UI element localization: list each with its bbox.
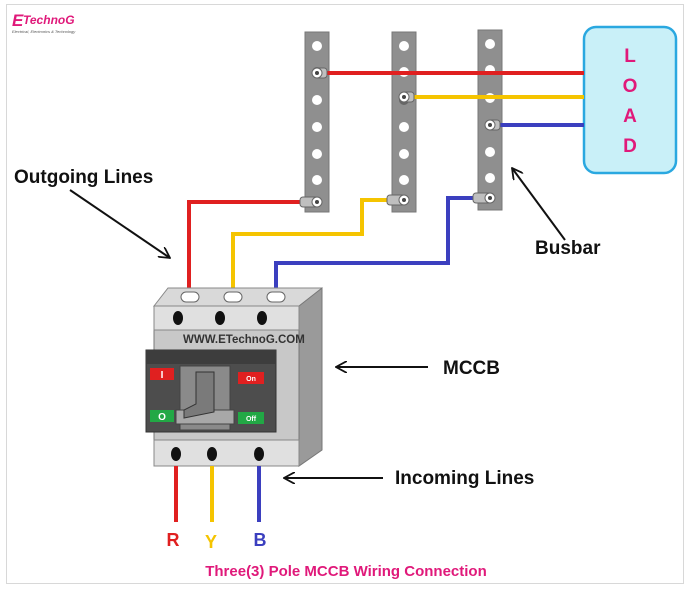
lug-4 bbox=[311, 67, 328, 79]
mccb-label: MCCB bbox=[443, 358, 500, 379]
lug-6 bbox=[484, 119, 501, 131]
lug-2 bbox=[386, 194, 410, 206]
incoming-lines-label: Incoming Lines bbox=[395, 468, 534, 489]
phase-label-r: R bbox=[167, 530, 180, 550]
load-wires bbox=[322, 71, 584, 127]
outgoing-arrow bbox=[69, 189, 170, 258]
lug-3 bbox=[472, 192, 496, 204]
diagram-frame bbox=[6, 4, 684, 584]
diagram-caption: Three(3) Pole MCCB Wiring Connection bbox=[205, 563, 487, 580]
load-box: L O A D bbox=[582, 25, 678, 175]
phase-label-b: B bbox=[254, 530, 267, 550]
off-button: O bbox=[150, 410, 174, 423]
busbar-lugs bbox=[299, 67, 501, 208]
logo-name: TechnoG bbox=[23, 13, 75, 27]
bottom-terminal-screws bbox=[171, 447, 264, 461]
off-indicator-label: Off bbox=[246, 416, 257, 423]
outgoing-wire-y bbox=[231, 198, 392, 297]
on-button-label: I bbox=[161, 370, 164, 381]
lug-1 bbox=[299, 196, 323, 208]
busbar-label: Busbar bbox=[535, 238, 601, 259]
brand-logo: E TechnoG Electrical, Electronics & Tech… bbox=[12, 11, 76, 34]
on-indicator-label: On bbox=[246, 376, 256, 383]
outgoing-wire-r bbox=[187, 200, 305, 297]
logo-tagline: Electrical, Electronics & Technology bbox=[12, 29, 76, 34]
incoming-wires bbox=[174, 466, 261, 522]
off-indicator: Off bbox=[238, 412, 264, 424]
annotation-arrows bbox=[69, 168, 566, 478]
lug-5 bbox=[398, 91, 415, 103]
outgoing-lines-label: Outgoing Lines bbox=[14, 167, 153, 188]
outgoing-wires bbox=[187, 196, 478, 297]
on-indicator: On bbox=[238, 372, 264, 384]
off-button-label: O bbox=[158, 412, 166, 423]
logo-initial: E bbox=[12, 11, 24, 30]
busbar-arrow bbox=[512, 168, 566, 241]
top-terminal-slots bbox=[180, 291, 286, 303]
watermark-text: WWW.ETechnoG.COM bbox=[183, 334, 305, 346]
phase-label-y: Y bbox=[205, 532, 217, 552]
load-letter-o: O bbox=[623, 76, 638, 97]
load-letter-d: D bbox=[623, 136, 637, 157]
busbar-2 bbox=[391, 31, 417, 213]
mccb-breaker: WWW.ETechnoG.COM I O On Off bbox=[145, 286, 323, 467]
load-letter-l: L bbox=[624, 46, 636, 67]
outgoing-wire-b bbox=[274, 196, 478, 297]
breaker-handle bbox=[183, 371, 215, 419]
load-letter-a: A bbox=[623, 106, 637, 127]
top-terminal-screws bbox=[173, 311, 267, 325]
busbar-1 bbox=[304, 31, 330, 213]
on-button: I bbox=[150, 368, 174, 381]
